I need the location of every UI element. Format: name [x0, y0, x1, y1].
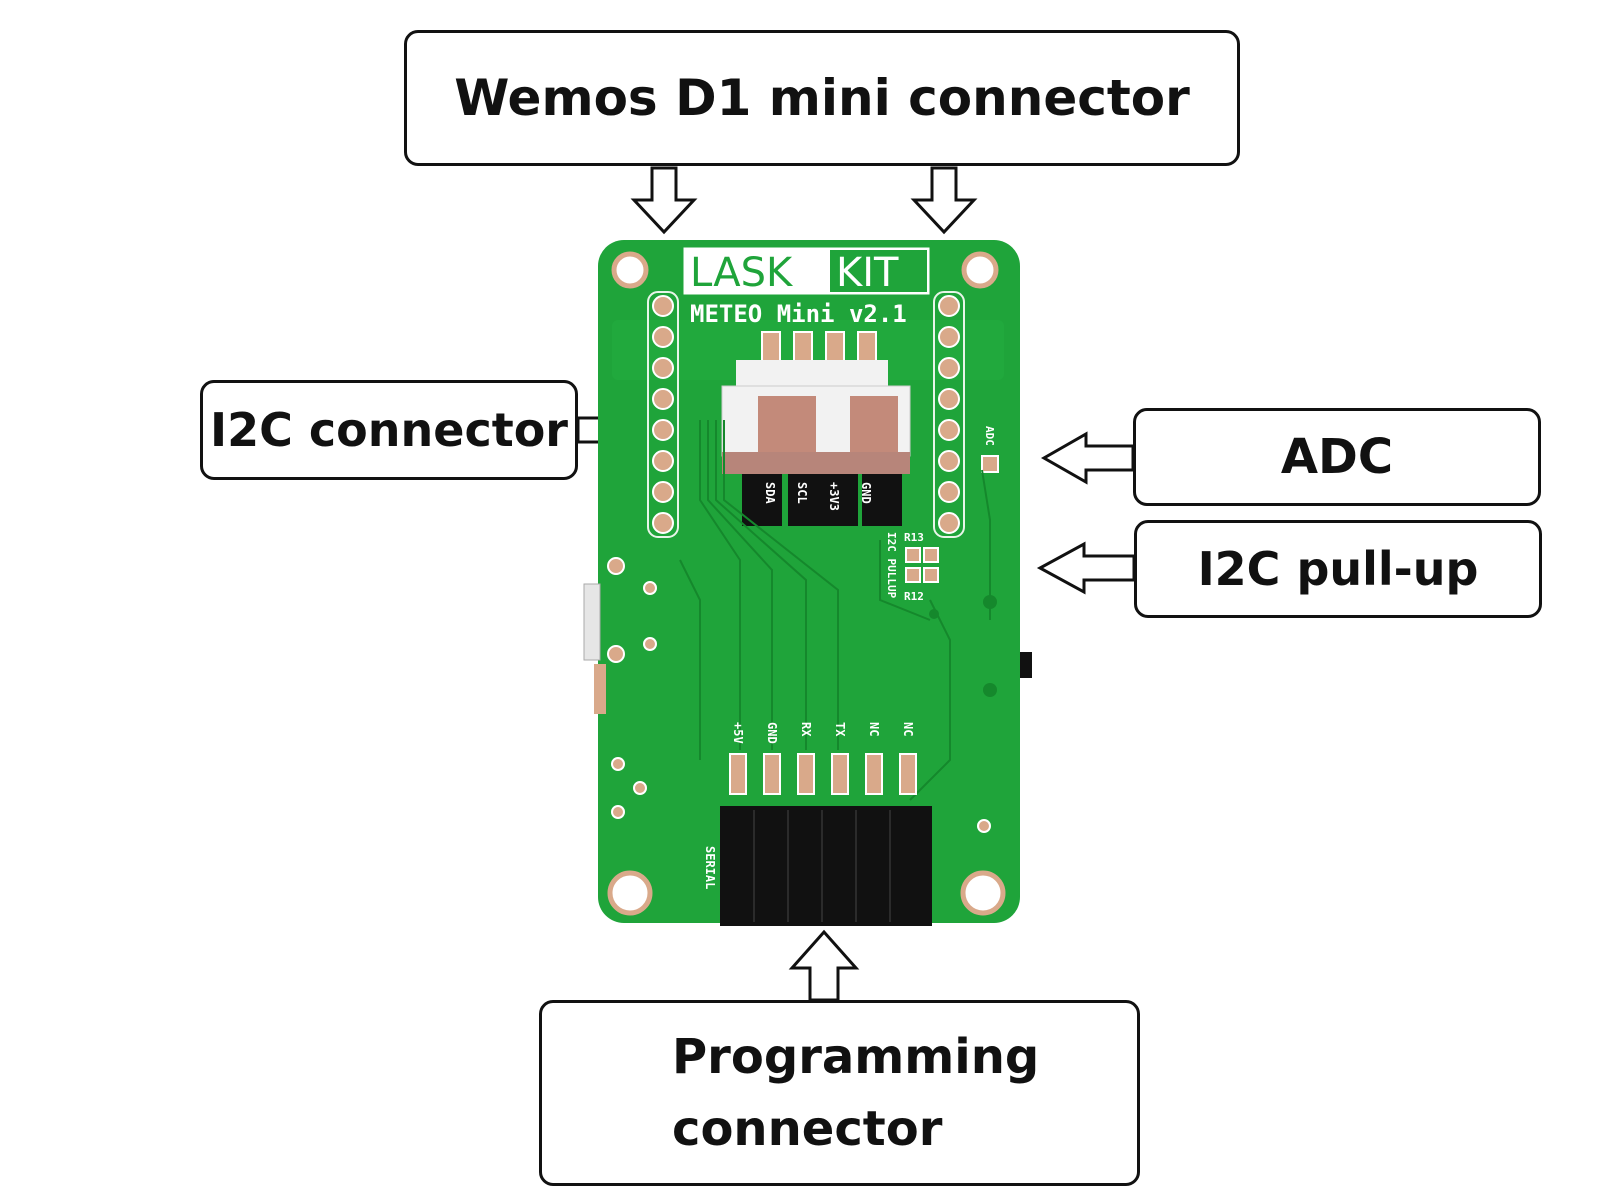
programming-header [720, 806, 932, 926]
serial-pin-labels: +5V GND RX TX NC NC [731, 722, 915, 744]
serial-pin-nc-2: NC [901, 722, 915, 736]
serial-pin-nc-1: NC [867, 722, 881, 736]
board-model-label: METEO Mini v2.1 [690, 300, 907, 328]
logo-text-right: KIT [836, 250, 899, 296]
mounting-holes [607, 251, 1006, 916]
callout-i2c-connector: I2C connector [200, 380, 578, 480]
via-pads [607, 557, 991, 833]
callout-wemos-text: Wemos D1 mini connector [454, 69, 1190, 127]
pullup-silk-label: I2C PULLUP [885, 532, 898, 599]
wemos-header-right [933, 291, 965, 538]
serial-pads [729, 753, 917, 795]
arrow-adc [1040, 431, 1135, 485]
i2c-jst-connector [721, 331, 911, 526]
arrow-wemos-left [630, 166, 698, 235]
i2c-pin-sda: SDA [763, 482, 777, 504]
resistor-r13-label: R13 [904, 531, 924, 544]
i2c-pin-3v3: +3V3 [827, 482, 841, 511]
i2c-pullup-pads [905, 547, 939, 583]
usb-port [583, 583, 601, 661]
i2c-pin-labels: SDA SCL +3V3 GND [763, 482, 873, 511]
callout-i2c-text: I2C connector [209, 403, 568, 457]
serial-pin-rx: RX [799, 722, 813, 737]
pcb-traces [679, 420, 991, 801]
callout-programming-line1: Programming [672, 1029, 1040, 1085]
callout-programming-connector: Programming connector [539, 1000, 1140, 1186]
arrow-programming [788, 929, 860, 1002]
callout-adc: ADC [1133, 408, 1541, 506]
callout-pullup-text: I2C pull-up [1197, 542, 1479, 596]
wemos-header-left [647, 291, 679, 538]
pcb-board [598, 240, 1020, 923]
serial-silk-label: SERIAL [703, 846, 717, 889]
serial-pin-5v: +5V [731, 722, 745, 744]
serial-pin-gnd: GND [765, 722, 779, 744]
callout-i2c-pullup: I2C pull-up [1134, 520, 1542, 618]
adc-silk-label: ADC [983, 426, 996, 446]
resistor-r12-label: R12 [904, 590, 924, 603]
arrow-wemos-right [910, 166, 978, 235]
serial-pin-tx: TX [833, 722, 847, 737]
callout-wemos-connector: Wemos D1 mini connector [404, 30, 1240, 166]
callout-programming-line2: connector [672, 1101, 943, 1157]
callout-adc-text: ADC [1280, 429, 1394, 485]
laskkit-logo: LASK KIT [683, 247, 930, 296]
arrow-i2c-pullup [1036, 541, 1136, 595]
i2c-pin-scl: SCL [795, 482, 809, 504]
i2c-pin-gnd: GND [859, 482, 873, 504]
test-points [929, 595, 997, 697]
side-switch [1020, 652, 1032, 678]
adc-pad [981, 455, 999, 473]
logo-text-left: LASK [690, 250, 794, 296]
